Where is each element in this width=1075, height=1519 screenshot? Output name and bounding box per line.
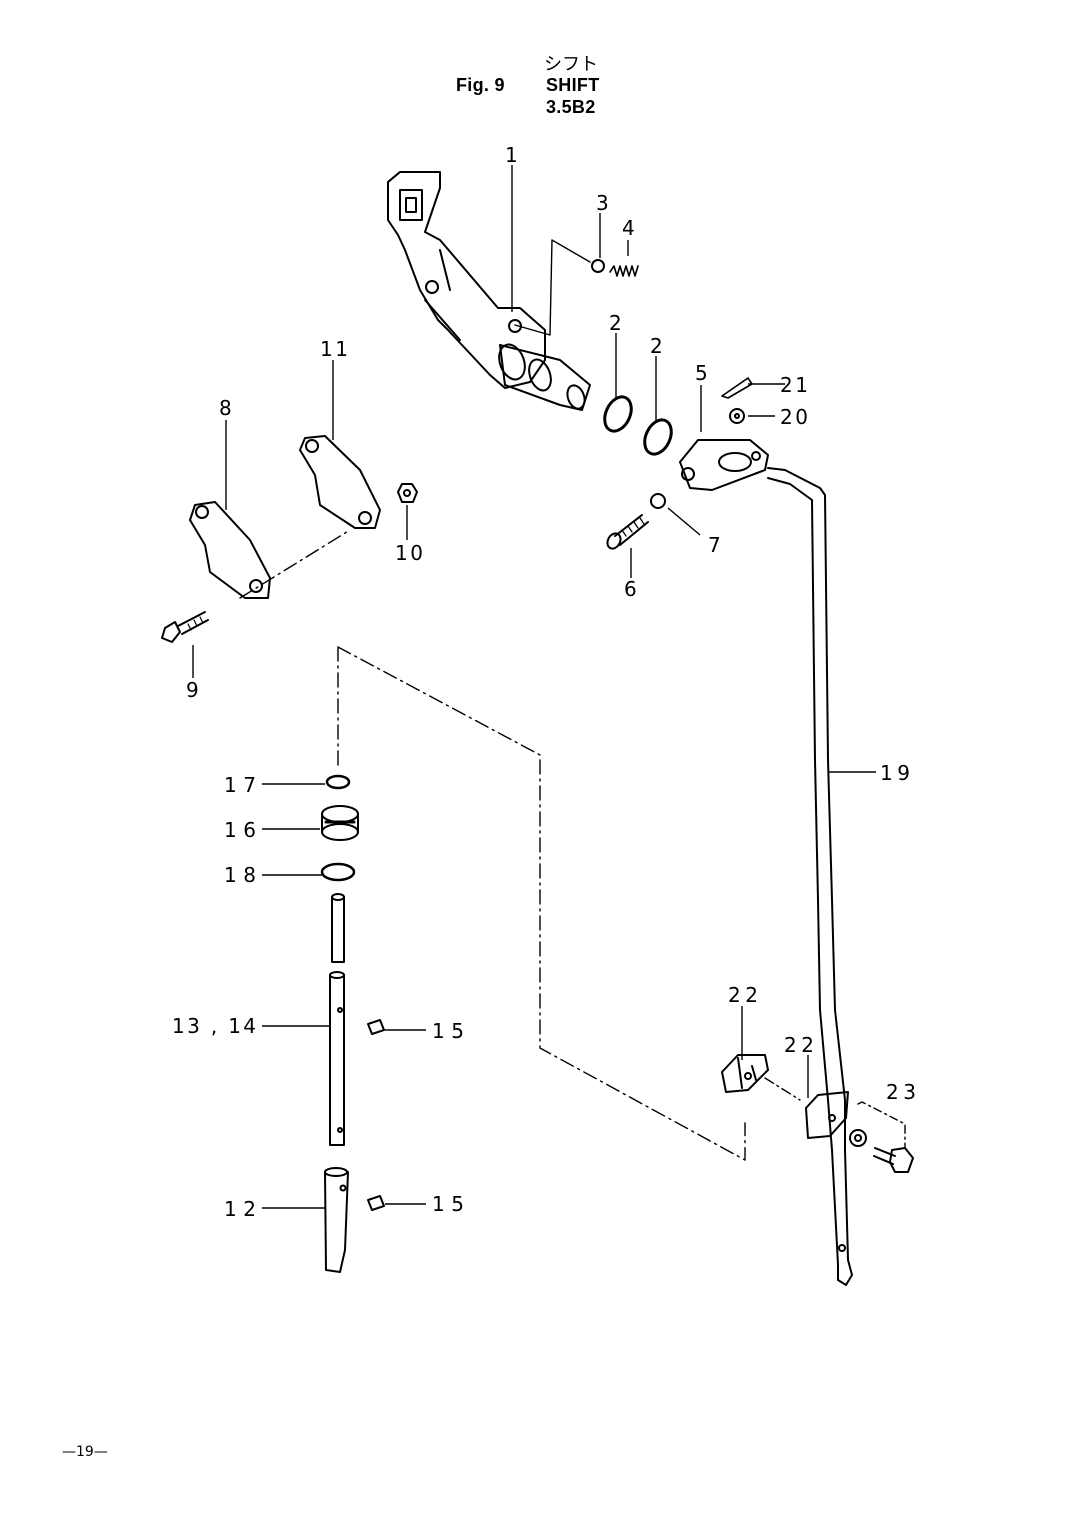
cover-plate [189, 501, 271, 599]
washer-20-hole [734, 413, 740, 419]
callout-1: 1 [505, 143, 518, 167]
upper-rod [331, 896, 345, 963]
gasket [299, 435, 381, 529]
lower-shaft [324, 1171, 349, 1273]
nut [397, 483, 418, 503]
bolt-23-head [889, 1147, 914, 1173]
figure-title: SHIFT [546, 75, 600, 95]
clip-22-left [721, 1054, 769, 1093]
title-japanese: シフト [544, 54, 598, 75]
callout-4: 4 [622, 216, 635, 240]
shift-shaft [329, 974, 345, 1146]
callout-13-14: 13 , 14 [172, 1014, 256, 1038]
detent-spring [609, 265, 639, 277]
bolt-head [161, 621, 181, 643]
washer-23 [849, 1129, 867, 1147]
cotter-pin [721, 377, 753, 399]
o-ring-18 [320, 862, 356, 882]
o-ring-2 [643, 418, 673, 456]
shift-rod [767, 467, 853, 1286]
callout-2a: 2 [609, 311, 622, 335]
o-ring-1 [603, 395, 633, 433]
callout-11: 11 [320, 337, 348, 361]
shift-arm-part [679, 439, 769, 491]
screw-head [606, 532, 622, 550]
callout-23: 23 [886, 1080, 916, 1104]
page-number: —19— [62, 1444, 108, 1460]
callout-7: 7 [708, 533, 721, 557]
callout-15b: 15 [432, 1192, 464, 1216]
assembly-guide-line [337, 646, 746, 1161]
callout-15a: 15 [432, 1019, 464, 1043]
callout-21: 21 [780, 373, 808, 397]
callout-22b: 22 [784, 1033, 814, 1057]
pin-15-upper [367, 1019, 385, 1035]
callout-6: 6 [624, 577, 637, 601]
callout-8: 8 [219, 396, 232, 420]
grommet [321, 805, 359, 841]
figure-label: Fig. 9 [456, 75, 505, 95]
clip-22-right [805, 1091, 849, 1139]
callout-16: 16 [224, 818, 256, 842]
shift-lever-part [387, 171, 591, 411]
screw-shank [614, 514, 649, 546]
callout-3: 3 [596, 191, 609, 215]
callout-12: 12 [224, 1197, 256, 1221]
washer-20 [729, 408, 745, 424]
callout-18: 18 [224, 863, 256, 887]
callout-22a: 22 [728, 983, 758, 1007]
callout-10: 10 [395, 541, 423, 565]
callout-2b: 2 [650, 334, 663, 358]
bolt-shank [177, 611, 209, 635]
callout-20: 20 [780, 405, 808, 429]
pin-15-lower [367, 1195, 385, 1211]
callout-5: 5 [695, 361, 708, 385]
callout-19: 19 [880, 761, 910, 785]
washer-7 [650, 493, 666, 509]
callout-9: 9 [186, 678, 199, 702]
callout-17: 17 [224, 773, 256, 797]
o-ring-17 [325, 774, 351, 790]
model-code: 3.5B2 [546, 97, 596, 117]
detent-ball [591, 259, 605, 273]
